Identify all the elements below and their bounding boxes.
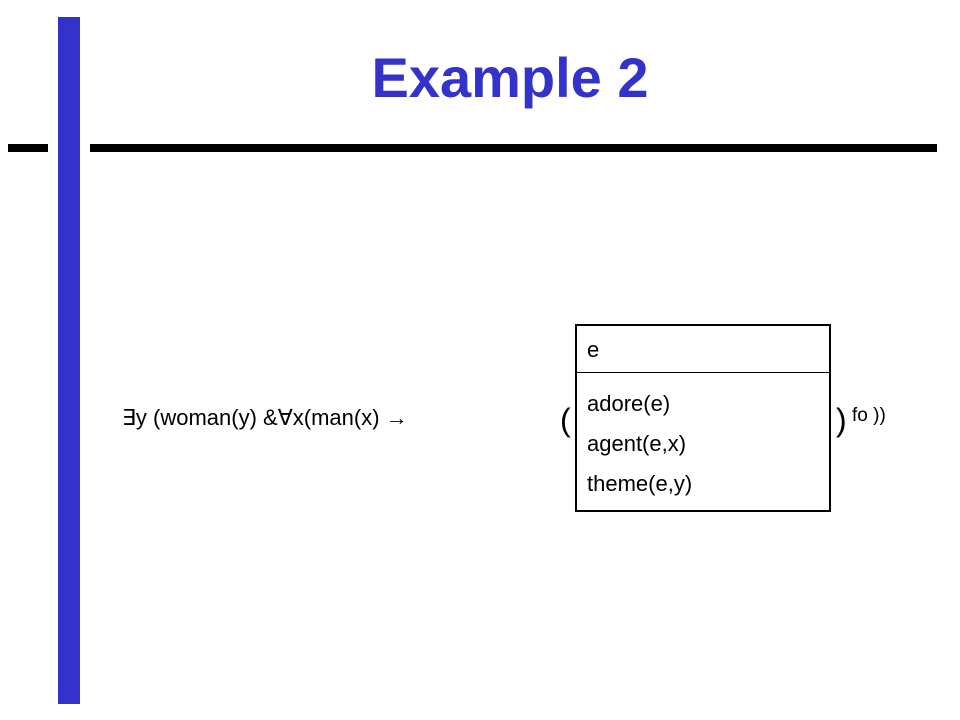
formula-close-paren: ) bbox=[836, 402, 847, 438]
left-accent-bar bbox=[58, 17, 80, 704]
drs-divider bbox=[577, 372, 829, 373]
formula-prefix: ∃y (woman(y) &∀x(man(x) → bbox=[122, 405, 408, 430]
drs-condition: agent(e,x) bbox=[587, 431, 687, 456]
formula-superscript: fo )) bbox=[852, 404, 886, 428]
formula-closing: )) bbox=[867, 405, 886, 426]
drs-condition: theme(e,y) bbox=[587, 471, 693, 496]
formula-open-paren: ( bbox=[560, 402, 571, 438]
title-rule-left bbox=[8, 144, 48, 152]
slide-title: Example 2 bbox=[371, 46, 649, 109]
title-rule-right bbox=[90, 144, 937, 152]
drs-universe: e bbox=[587, 337, 600, 362]
superscript-fo: fo bbox=[852, 405, 868, 426]
drs-box: e adore(e) agent(e,x) theme(e,y) bbox=[575, 324, 831, 512]
drs-conditions: adore(e) agent(e,x) theme(e,y) bbox=[587, 384, 692, 504]
drs-condition: adore(e) bbox=[587, 391, 671, 416]
